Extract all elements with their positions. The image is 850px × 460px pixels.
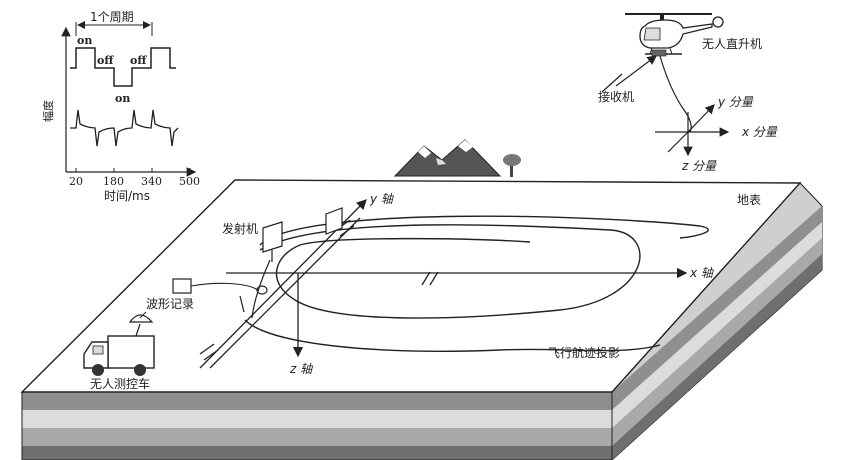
x-axis-label: x 轴 [689, 266, 715, 280]
time-axis-label: 时间/ms [104, 189, 150, 203]
side-layer-2 [612, 222, 822, 428]
surface-label: 地表 [737, 193, 761, 207]
waveform-record-label: 波形记录 [146, 297, 194, 311]
waveform-panel: 1个周期 on off off on 幅度 20 180 340 500 时间/… [41, 10, 200, 203]
helicopter-icon [625, 13, 724, 57]
z-component-label: z 分量 [681, 159, 717, 173]
y-axis-label: y 轴 [369, 192, 395, 206]
front-layer-1 [22, 392, 612, 410]
y-component-label: y 分量 [717, 95, 754, 109]
z-axis-label: z 轴 [289, 362, 314, 376]
helicopter-label: 无人直升机 [702, 37, 762, 51]
transmitter-label: 发射机 [222, 221, 258, 236]
tick-label-1: 180 [103, 175, 124, 188]
front-layer-2 [22, 410, 612, 428]
on-bottom-label: on [115, 92, 130, 105]
transmit-waveform [70, 47, 176, 87]
side-layer-1 [612, 206, 822, 410]
side-layer-4 [612, 254, 822, 460]
ground-block [20, 179, 823, 460]
amplitude-label: 幅度 [41, 100, 55, 122]
tow-cable [659, 55, 692, 133]
flight-projection-label: 飞行航迹投影 [548, 345, 620, 360]
off-right-label: off [130, 54, 147, 67]
off-left-label: off [97, 54, 114, 67]
control-vehicle-icon [83, 311, 155, 376]
tree-icon [503, 154, 521, 177]
transmitter-icon [239, 207, 343, 319]
front-layer-3 [22, 428, 612, 446]
tick-label-3: 500 [179, 175, 200, 188]
vehicle-label: 无人测控车 [90, 376, 150, 391]
waveform-recorder-icon [172, 278, 259, 294]
component-axes [655, 104, 730, 157]
x-component-label: x 分量 [741, 125, 778, 139]
mountain-icon [393, 139, 502, 177]
response-waveform [70, 109, 179, 147]
receiver-pointer [615, 55, 657, 87]
top-face [20, 179, 802, 393]
tick-label-0: 20 [69, 175, 83, 188]
flight-path-projection [244, 215, 709, 352]
front-layer-4 [22, 446, 612, 460]
period-label: 1个周期 [90, 10, 134, 24]
tick-label-2: 340 [141, 175, 162, 188]
on-top-label: on [77, 34, 92, 47]
receiver-label: 接收机 [598, 89, 634, 104]
side-layer-3 [612, 238, 822, 446]
